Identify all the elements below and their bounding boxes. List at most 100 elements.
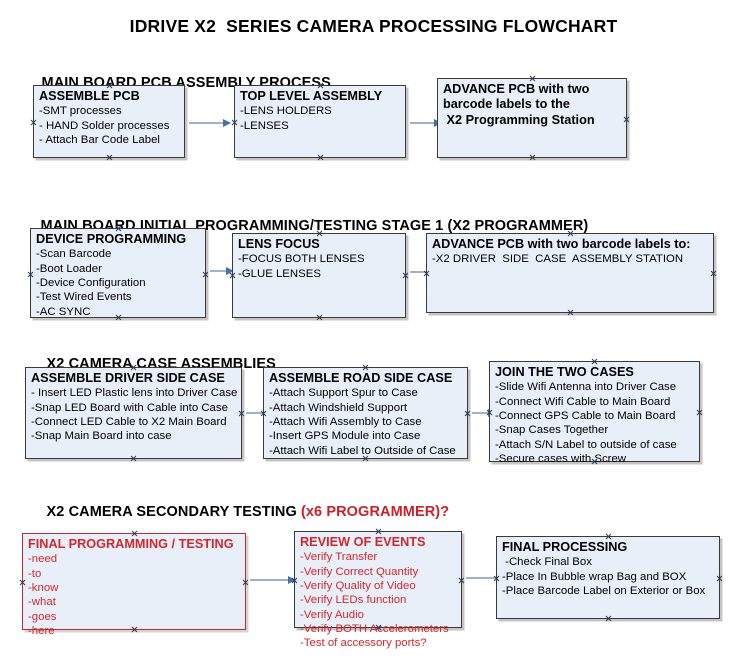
node-heading: FINAL PROCESSING xyxy=(502,540,628,554)
connection-handle-bottom xyxy=(317,154,324,161)
connection-handle-right xyxy=(458,577,465,584)
connector-line xyxy=(472,412,490,414)
node-heading: LENS FOCUS xyxy=(238,237,320,251)
node-line: -X2 DRIVER SIDE CASE ASSEMBLY STATION xyxy=(432,253,684,266)
node-line: -Attach Wifi Label to Outside of Case xyxy=(269,444,456,457)
node-assemble-road-side-case[interactable]: ASSEMBLE ROAD SIDE CASE -Attach Support … xyxy=(263,367,468,459)
connection-handle-top xyxy=(605,533,612,540)
node-heading: ASSEMBLE ROAD SIDE CASE xyxy=(269,371,453,385)
connector-line xyxy=(410,122,436,124)
node-review-of-events[interactable]: REVIEW OF EVENTS -Verify Transfer -Verif… xyxy=(294,531,465,649)
connection-handle-left xyxy=(19,579,26,586)
section-heading-accent: (x6 PROGRAMMER)? xyxy=(300,504,450,520)
connection-handle-bottom xyxy=(316,314,323,321)
connection-handle-bottom xyxy=(567,309,574,316)
node-line: -Scan Barcode xyxy=(36,248,112,261)
node-line: -Attach Windshield Support xyxy=(269,401,408,414)
node-heading: DEVICE PROGRAMMING xyxy=(36,232,187,246)
section-heading-x2-camera-secondary-testing: X2 CAMERA SECONDARY TESTING (x6 PROGRAMM… xyxy=(30,488,450,536)
page-title: IDRIVE X2 SERIES CAMERA PROCESSING FLOWC… xyxy=(129,16,618,36)
node-line: -know xyxy=(28,582,59,595)
connection-handle-bottom xyxy=(106,154,113,161)
connection-handle-left xyxy=(27,271,34,278)
node-heading: TOP LEVEL ASSEMBLY xyxy=(240,89,383,103)
node-line: -Verify LEDs function xyxy=(300,594,407,607)
node-line: -goes xyxy=(28,610,57,623)
connection-handle-top xyxy=(362,364,369,371)
node-line: -Snap Main Board into case xyxy=(31,430,172,443)
node-heading: ADVANCE PCB with two barcode labels to: xyxy=(432,237,691,251)
node-assemble-pcb[interactable]: ASSEMBLE PCB -SMT processes - HAND Solde… xyxy=(33,85,185,158)
node-line: -Slide Wifi Antenna into Driver Case xyxy=(495,381,677,394)
connection-handle-bottom xyxy=(529,154,536,161)
arrowhead-icon xyxy=(223,119,231,127)
node-line: -Insert GPS Module into Case xyxy=(269,430,421,443)
connection-handle-bottom xyxy=(605,615,612,622)
node-line: - HAND Solder processes xyxy=(39,119,170,132)
node-line: -FOCUS BOTH LENSES xyxy=(238,253,365,266)
node-line: -Verify Quality of Video xyxy=(300,580,416,593)
connection-handle-right xyxy=(716,575,723,582)
connection-handle-top xyxy=(591,358,598,365)
node-line: -Secure cases with Screw xyxy=(495,453,627,466)
node-device-programming[interactable]: DEVICE PROGRAMMING -Scan Barcode -Boot L… xyxy=(30,228,206,318)
node-line: - Attach Bar Code Label xyxy=(39,134,160,147)
connection-handle-right xyxy=(696,409,703,416)
connector-line xyxy=(466,577,500,579)
node-heading: ASSEMBLE DRIVER SIDE CASE xyxy=(31,371,225,385)
connection-handle-right xyxy=(242,579,249,586)
node-line: -Attach Support Spur to Case xyxy=(269,387,418,400)
connection-handle-right xyxy=(464,410,471,417)
connection-handle-right xyxy=(623,116,630,123)
node-line: -Snap Cases Together xyxy=(495,424,609,437)
node-top-level-assembly[interactable]: TOP LEVEL ASSEMBLY -LENS HOLDERS -LENSES xyxy=(234,85,406,158)
node-line: -what xyxy=(28,596,56,609)
node-advance-pcb-to-driver-side-case-assembly[interactable]: ADVANCE PCB with two barcode labels to: … xyxy=(426,233,714,313)
node-line: -AC SYNC xyxy=(36,305,91,318)
node-heading: ADVANCE PCB with two barcode labels to t… xyxy=(443,82,595,127)
connector-line xyxy=(210,270,228,272)
node-line: -to xyxy=(28,567,42,580)
node-line: -Verify Correct Quantity xyxy=(300,565,419,578)
node-join-the-two-cases[interactable]: JOIN THE TWO CASES -Slide Wifi Antenna i… xyxy=(489,358,703,465)
node-line: -Device Configuration xyxy=(36,277,146,290)
node-line: -LENSES xyxy=(240,119,289,132)
arrowhead-icon xyxy=(288,576,296,584)
node-line: -Test Wired Events xyxy=(36,291,132,304)
node-line: -Connect GPS Cable to Main Board xyxy=(495,410,676,423)
connection-handle-right xyxy=(402,272,409,279)
node-line: -Connect LED Cable to X2 Main Board xyxy=(31,416,227,429)
node-heading: ASSEMBLE PCB xyxy=(39,89,140,103)
node-assemble-driver-side-case[interactable]: ASSEMBLE DRIVER SIDE CASE - Insert LED P… xyxy=(25,367,242,459)
section-heading-text: X2 CAMERA SECONDARY TESTING xyxy=(46,504,301,520)
connection-handle-top xyxy=(529,75,536,82)
connector-line xyxy=(246,412,268,414)
connection-handle-bottom xyxy=(130,455,137,462)
node-final-programming-testing[interactable]: FINAL PROGRAMMING / TESTING -need -to -k… xyxy=(19,533,249,637)
node-line: -Attach Wifi Assembly to Case xyxy=(269,416,422,429)
connection-handle-right xyxy=(238,410,245,417)
arrowhead-icon xyxy=(226,267,234,275)
connector-line xyxy=(189,122,225,124)
connection-handle-right xyxy=(202,271,209,278)
connector-line xyxy=(410,271,430,273)
node-line: -Verify BOTH Accelerometers xyxy=(300,623,449,636)
connection-handle-right xyxy=(710,270,717,277)
node-lens-focus[interactable]: LENS FOCUS -FOCUS BOTH LENSES -GLUE LENS… xyxy=(232,233,406,318)
node-heading: FINAL PROGRAMMING / TESTING xyxy=(28,537,234,551)
node-line: -Connect Wifi Cable to Main Board xyxy=(495,395,671,408)
node-line: -need xyxy=(28,553,58,566)
node-line: -Place Barcode Label on Exterior or Box xyxy=(502,585,706,598)
node-line: -Verify Transfer xyxy=(300,551,378,564)
connector-line xyxy=(250,579,290,581)
node-line: -Verify Audio xyxy=(300,608,364,621)
node-line: -Boot Loader xyxy=(36,262,102,275)
connection-handle-left xyxy=(30,119,37,126)
node-advance-pcb-to-x2-programming-station[interactable]: ADVANCE PCB with two barcode labels to t… xyxy=(437,78,627,158)
node-heading: REVIEW OF EVENTS xyxy=(300,535,426,549)
node-line: -Attach S/N Label to outside of case xyxy=(495,438,677,451)
node-line-overflow: -Test of accessory ports? xyxy=(300,637,427,650)
node-final-processing[interactable]: FINAL PROCESSING -Check Final Box -Place… xyxy=(496,536,720,619)
node-heading: JOIN THE TWO CASES xyxy=(495,365,634,379)
